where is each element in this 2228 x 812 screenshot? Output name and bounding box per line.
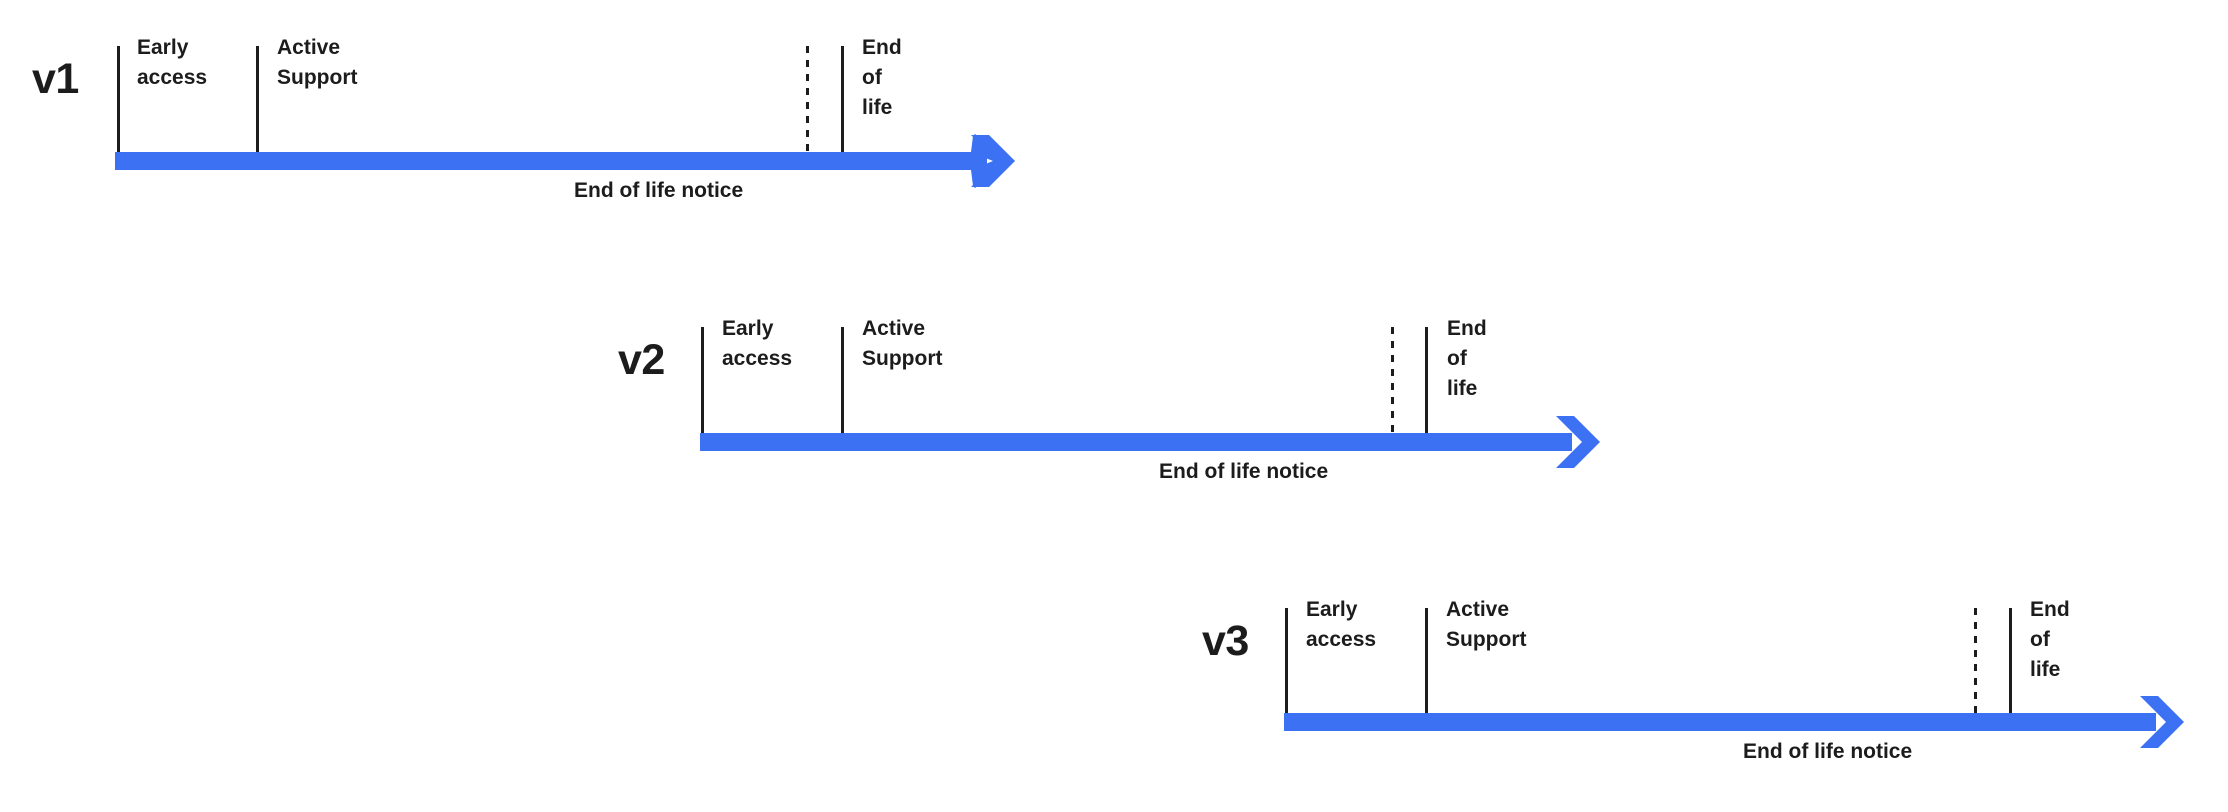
phase-label-end-of-life-v2: End of life bbox=[1447, 317, 1487, 400]
phase-divider-active-support-start-v2 bbox=[841, 327, 844, 433]
notice-label-v1: End of life notice bbox=[574, 179, 744, 202]
phase-label-end-of-life-v1: End of life bbox=[862, 36, 902, 119]
phase-divider-early-access-start-v2 bbox=[701, 327, 704, 433]
phase-divider-active-support-start-v1 bbox=[256, 46, 259, 152]
phase-label-active-support-v3: Active Support bbox=[1446, 598, 1527, 651]
end-of-life-notice-marker-v2 bbox=[1391, 327, 1394, 433]
version-label-v2: v2 bbox=[618, 336, 665, 384]
arrow-head-icon-v1 bbox=[969, 134, 1015, 188]
lifecycle-arrow-shaft-v3 bbox=[1284, 713, 2156, 731]
phase-divider-end-of-life-start-v1 bbox=[841, 46, 844, 152]
version-label-v3: v3 bbox=[1202, 617, 1249, 665]
phase-divider-end-of-life-start-v2 bbox=[1425, 327, 1428, 433]
version-label-v1: v1 bbox=[32, 55, 79, 103]
phase-divider-early-access-start-v1 bbox=[117, 46, 120, 152]
phase-label-early-access-v3: Early access bbox=[1306, 598, 1377, 651]
end-of-life-notice-marker-v3 bbox=[1974, 608, 1977, 714]
phase-divider-active-support-start-v3 bbox=[1425, 608, 1428, 714]
arrow-head-icon-v3 bbox=[2138, 695, 2184, 749]
arrow-head-icon-v2 bbox=[1554, 415, 1600, 469]
phase-divider-end-of-life-start-v3 bbox=[2009, 608, 2012, 714]
notice-label-v3: End of life notice bbox=[1743, 740, 1913, 763]
phase-label-early-access-v2: Early access bbox=[722, 317, 793, 370]
end-of-life-notice-marker-v1 bbox=[806, 46, 809, 152]
lifecycle-arrow-v3 bbox=[1284, 696, 2184, 748]
phase-label-active-support-v2: Active Support bbox=[862, 317, 943, 370]
phase-label-active-support-v1: Active Support bbox=[277, 36, 358, 89]
lifecycle-arrow-v2 bbox=[700, 416, 1600, 468]
phase-label-early-access-v1: Early access bbox=[137, 36, 208, 89]
lifecycle-arrow-shaft-v1 bbox=[115, 152, 987, 170]
lifecycle-arrow-shaft-v2 bbox=[700, 433, 1572, 451]
lifecycle-arrow-v1 bbox=[115, 134, 1015, 188]
notice-label-v2: End of life notice bbox=[1159, 460, 1329, 483]
phase-divider-early-access-start-v3 bbox=[1285, 608, 1288, 714]
phase-label-end-of-life-v3: End of life bbox=[2030, 598, 2070, 681]
